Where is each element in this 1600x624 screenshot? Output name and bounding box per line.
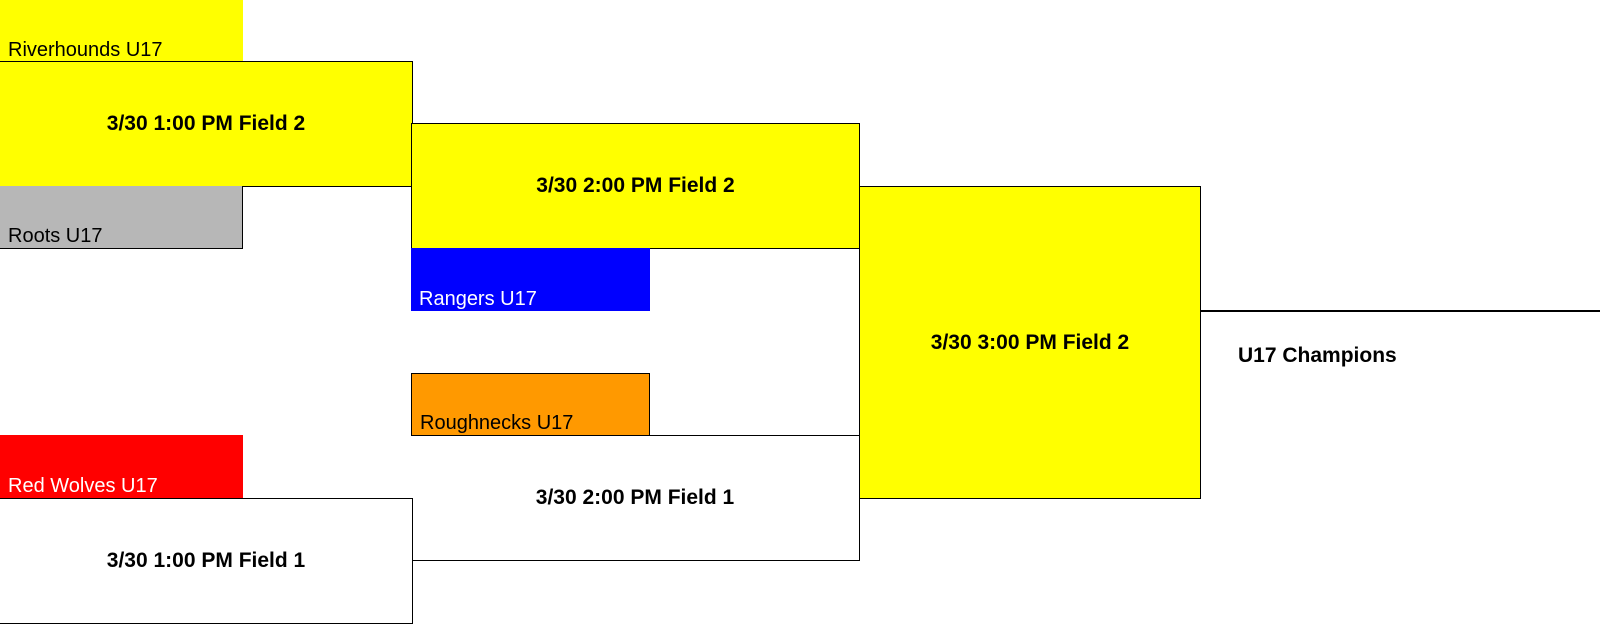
team-red-wolves-u17[interactable]: Red Wolves U17 <box>0 435 243 498</box>
champion-line <box>1200 310 1600 312</box>
match-1pm-field-2[interactable]: 3/30 1:00 PM Field 2 <box>0 61 413 187</box>
team-riverhounds-u17[interactable]: Riverhounds U17 <box>0 0 243 62</box>
match-label: 3/30 1:00 PM Field 2 <box>106 112 306 135</box>
match-label: 3/30 1:00 PM Field 1 <box>106 549 306 572</box>
team-name: Roots U17 <box>8 225 103 247</box>
champion-label: U17 Champions <box>1238 344 1397 367</box>
team-name: Roughnecks U17 <box>420 412 574 434</box>
match-label: 3/30 3:00 PM Field 2 <box>930 330 1130 354</box>
team-roughnecks-u17[interactable]: Roughnecks U17 <box>411 373 650 436</box>
match-3pm-field-2-final[interactable]: 3/30 3:00 PM Field 2 <box>859 186 1201 499</box>
team-name: Riverhounds U17 <box>8 39 163 61</box>
match-2pm-field-1[interactable]: 3/30 2:00 PM Field 1 <box>411 435 860 561</box>
team-name: Red Wolves U17 <box>8 475 158 497</box>
team-rangers-u17[interactable]: Rangers U17 <box>411 248 650 311</box>
team-name: Rangers U17 <box>419 288 537 310</box>
match-label: 3/30 2:00 PM Field 2 <box>536 174 735 197</box>
match-1pm-field-1[interactable]: 3/30 1:00 PM Field 1 <box>0 498 413 624</box>
team-roots-u17[interactable]: Roots U17 <box>0 186 243 249</box>
match-2pm-field-2[interactable]: 3/30 2:00 PM Field 2 <box>411 123 860 249</box>
match-label: 3/30 2:00 PM Field 1 <box>535 486 735 509</box>
